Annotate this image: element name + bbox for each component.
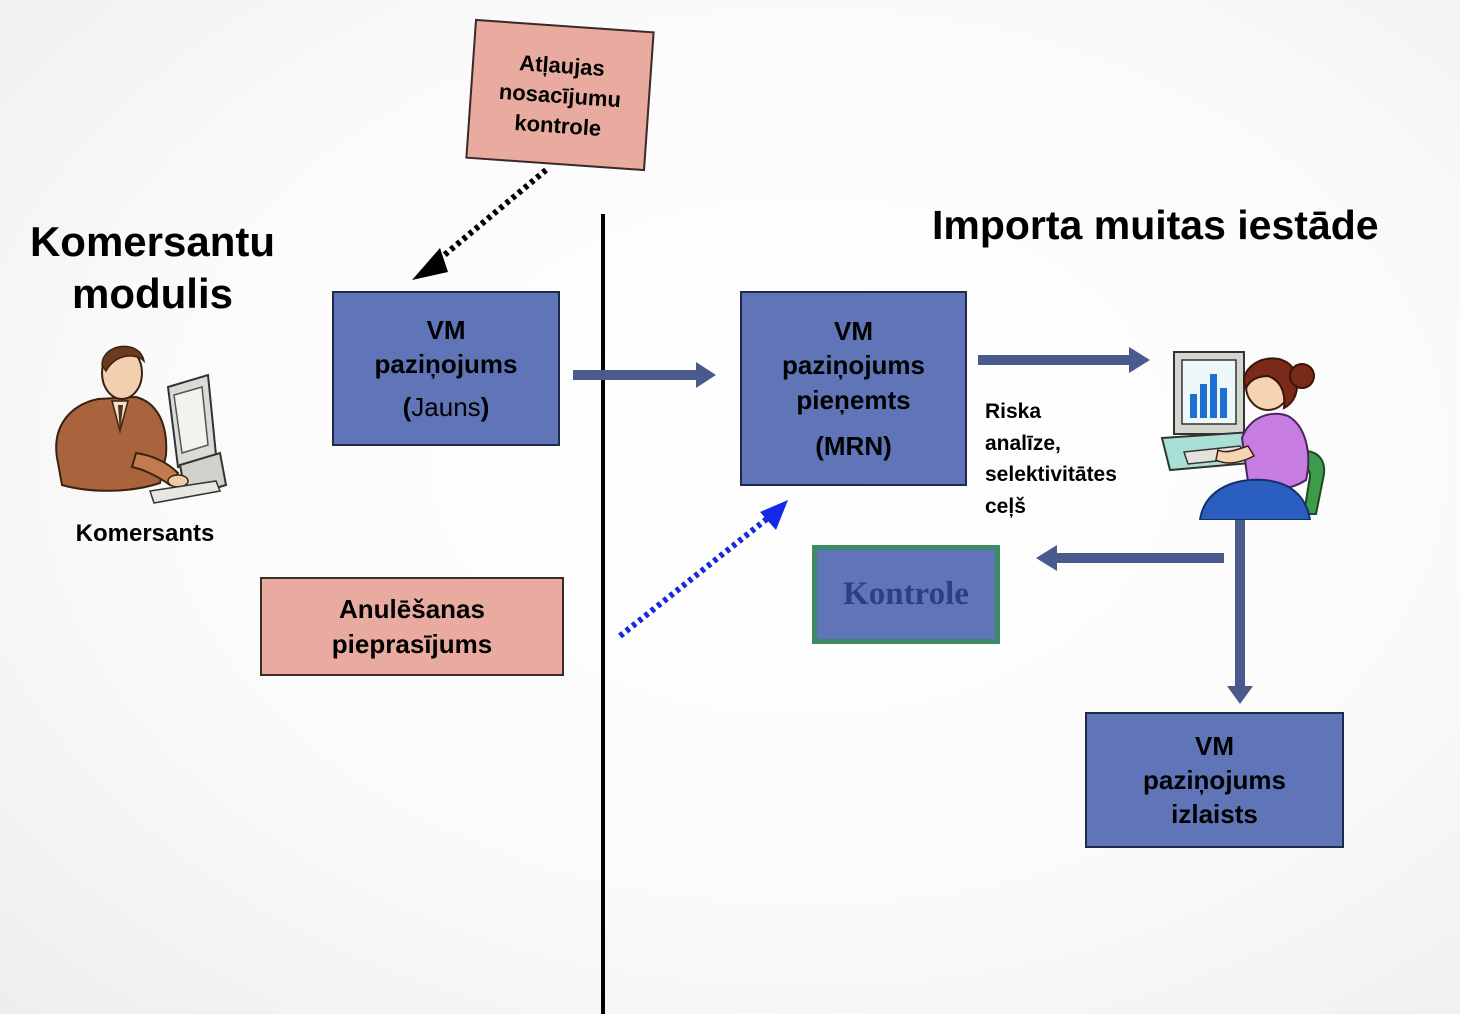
submit-arrow (573, 362, 716, 388)
businessman-at-computer-icon (40, 335, 230, 510)
declaration-state: (Jauns) (402, 391, 490, 422)
control-arrow (1036, 545, 1224, 571)
import-customs-office-title: Importa muitas iestāde (932, 202, 1379, 248)
control-box: Kontrole (812, 545, 1000, 644)
cancellation-request-box: Anulēšanas pieprasījums (260, 577, 564, 676)
permit-to-declaration-arrow (412, 167, 548, 280)
declaration-accepted-box: VM paziņojums pieņemts (MRN) (740, 291, 967, 486)
release-arrow (1227, 508, 1253, 704)
merchant-label: Komersants (75, 520, 215, 547)
cancellation-arrow (618, 500, 788, 639)
declaration-new-box: VM paziņojums (Jauns) (332, 291, 560, 446)
woman-at-computer-icon (1160, 342, 1335, 521)
permit-conditions-box: Atļaujas nosacījumu kontrole (465, 18, 655, 172)
risk-analysis-note: Riska analīze, selektivitātes ceļš (985, 400, 1117, 518)
merchant-module-title: Komersantu modulis (29, 218, 276, 318)
risk-analysis-arrow (978, 347, 1150, 373)
declaration-released-box: VM paziņojums izlaists (1085, 712, 1344, 848)
